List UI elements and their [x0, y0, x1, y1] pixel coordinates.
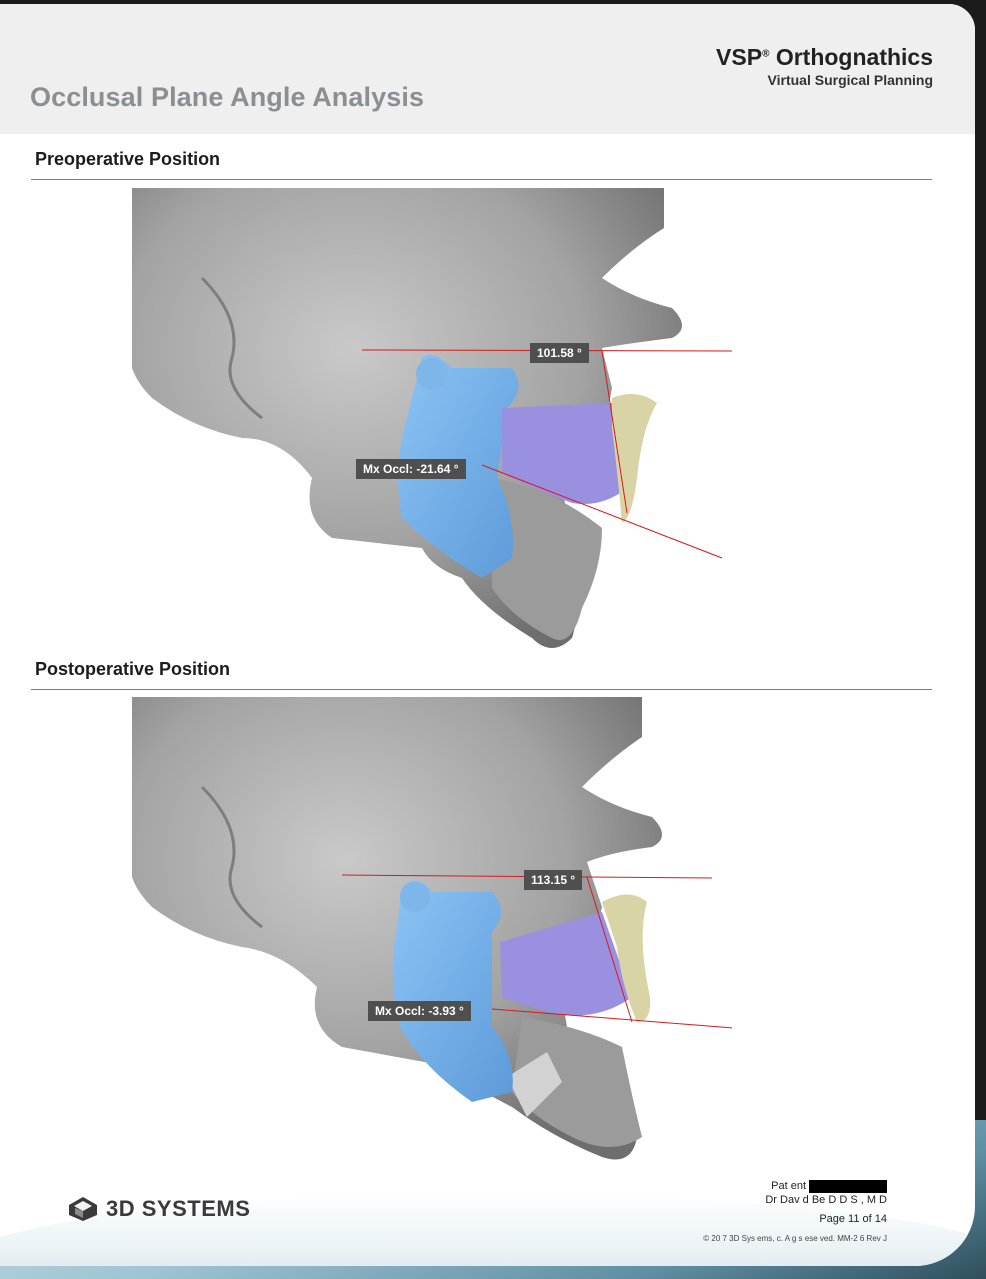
brand-suffix: Orthognathics [769, 44, 933, 70]
page-number: Page 11 of 14 [819, 1213, 887, 1225]
postop-angle-label: 113.15 ° [524, 870, 583, 890]
postop-vertical-line [586, 876, 633, 1023]
postop-bone-gap [507, 1052, 562, 1117]
brand-subtitle: Virtual Surgical Planning [767, 72, 933, 88]
doctor-name: Dr Dav d Be D D S , M D [765, 1194, 887, 1206]
preop-maxilla-segment [502, 403, 627, 504]
postop-ramus-segment [392, 880, 513, 1102]
postop-skull-image [132, 697, 748, 1160]
preop-condyle [416, 358, 448, 390]
postop-divider [31, 689, 932, 690]
footer-info: Pat ent Dr Dav d Be D D S , M D Page 11 … [703, 1179, 887, 1246]
preop-suture [200, 276, 263, 420]
brand-vsp: VSP [716, 44, 763, 70]
postop-occlusal-label: Mx Occl: -3.93 ° [368, 1001, 471, 1021]
postop-anterior-segment [602, 894, 651, 1022]
preop-angle-label: 101.58 ° [530, 343, 589, 363]
postop-suture [200, 785, 263, 929]
patient-line: Pat ent [703, 1179, 887, 1193]
preop-skull-image [132, 188, 733, 648]
redacted-patient-name [809, 1179, 887, 1193]
postop-mandible-body [512, 1017, 642, 1147]
postop-heading: Postoperative Position [35, 659, 231, 679]
company-name: 3D SYSTEMS [106, 1196, 251, 1221]
preop-occlusal-line [481, 464, 723, 559]
preop-vertical-line [601, 350, 628, 514]
3d-systems-logo-icon [69, 1197, 97, 1221]
brand-block: VSP® Orthognathics Virtual Surgical Plan… [716, 44, 933, 88]
postop-skull-figure: 113.15 ° Mx Occl: -3.93 ° [132, 697, 748, 1167]
postop-occlusal-line [491, 1008, 748, 1030]
preop-mandible-body [492, 478, 602, 640]
page-header: Occlusal Plane Angle Analysis VSP® Ortho… [0, 4, 975, 134]
preop-divider [31, 179, 932, 180]
registered-mark: ® [762, 48, 770, 60]
brand-name: VSP® Orthognathics [716, 44, 933, 71]
preop-heading: Preoperative Position [35, 149, 221, 169]
document-page: Occlusal Plane Angle Analysis VSP® Ortho… [0, 4, 975, 1266]
patient-label: Pat ent [771, 1180, 806, 1192]
preop-occlusal-label: Mx Occl: -21.64 ° [356, 459, 466, 479]
postop-condyle [400, 882, 430, 912]
copyright-text: © 20 7 3D Sys ems, c. A g s ese ved. MM-… [703, 1234, 887, 1243]
postop-maxilla-segment [500, 912, 632, 1016]
company-logo: 3D SYSTEMS [68, 1196, 250, 1222]
page-title: Occlusal Plane Angle Analysis [30, 82, 425, 112]
preop-skull-figure: 101.58 ° Mx Occl: -21.64 ° [132, 188, 733, 658]
